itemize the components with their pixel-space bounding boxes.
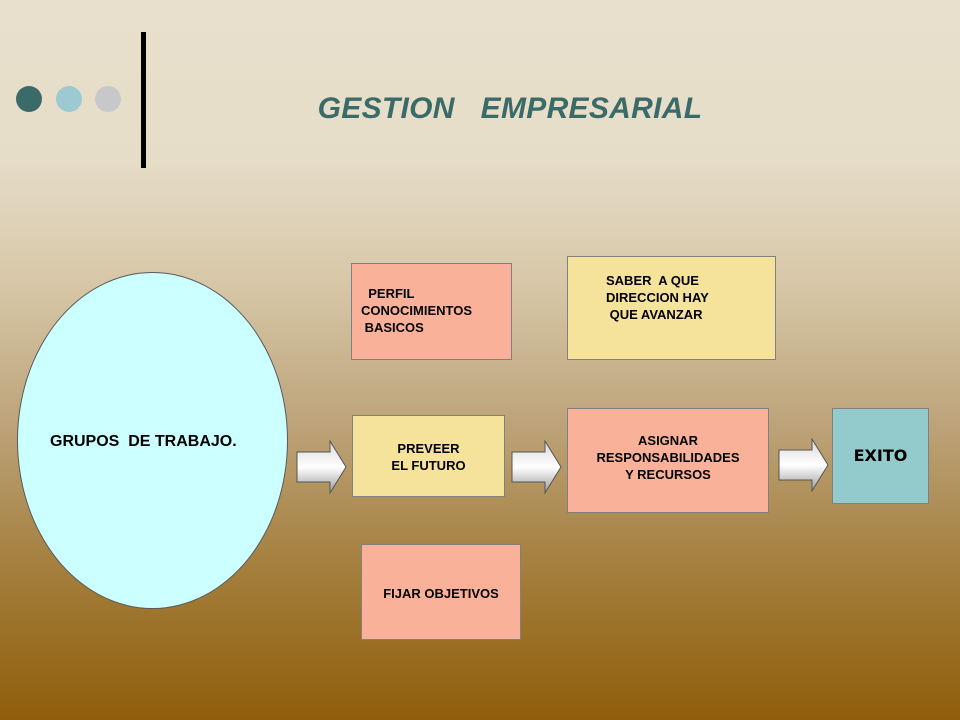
perfil-box: PERFIL CONOCIMIENTOS BASICOS — [351, 263, 512, 360]
exito-text: EXITO — [853, 446, 908, 465]
saber-text: SABER A QUE DIRECCION HAY QUE AVANZAR — [606, 273, 709, 322]
asignar-text: ASIGNAR RESPONSABILIDADES Y RECURSOS — [596, 433, 740, 482]
decorative-dot-dark — [16, 86, 42, 112]
exito-box: EXITO — [832, 408, 929, 504]
decorative-dot-grey — [95, 86, 121, 112]
fijar-objetivos-text: FIJAR OBJETIVOS — [383, 586, 499, 601]
preveer-text: PREVEER EL FUTURO — [391, 441, 466, 473]
asignar-box: ASIGNAR RESPONSABILIDADES Y RECURSOS — [567, 408, 769, 513]
decorative-dot-light-blue — [56, 86, 82, 112]
arrow-right-icon — [778, 438, 829, 492]
decorative-vertical-bar — [141, 32, 146, 168]
work-groups-label: GRUPOS DE TRABAJO. — [50, 433, 237, 450]
perfil-text: PERFIL CONOCIMIENTOS BASICOS — [361, 286, 472, 335]
work-groups-ellipse — [17, 272, 288, 609]
preveer-box: PREVEER EL FUTURO — [352, 415, 505, 497]
slide-title: GESTION EMPRESARIAL — [317, 92, 703, 125]
saber-box: SABER A QUE DIRECCION HAY QUE AVANZAR — [567, 256, 776, 360]
fijar-objetivos-box: FIJAR OBJETIVOS — [361, 544, 521, 640]
arrow-right-icon — [296, 440, 347, 494]
arrow-right-icon — [511, 440, 562, 494]
